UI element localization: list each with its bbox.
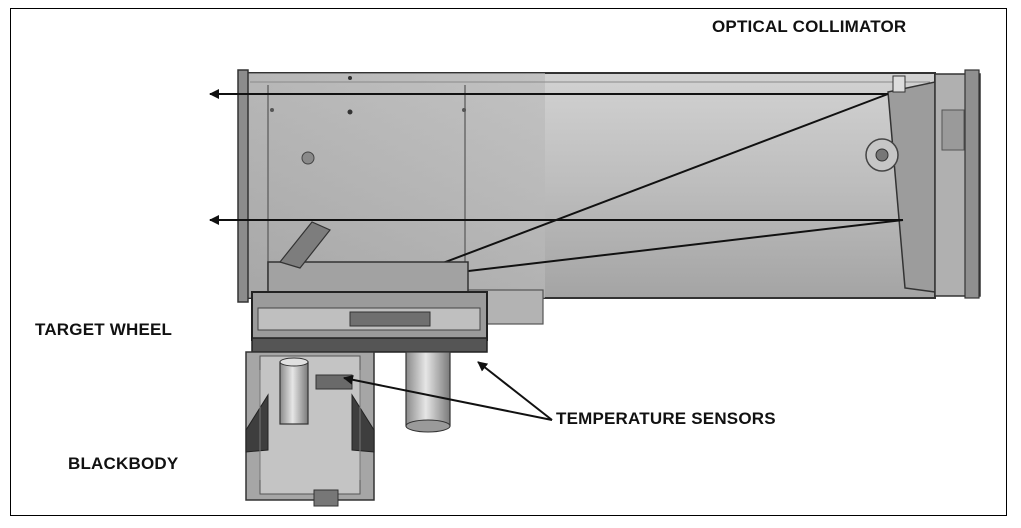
target-wheel-label: TARGET WHEEL: [35, 320, 173, 339]
mirror-housing: [865, 69, 981, 299]
sensor-pointers: [343, 361, 553, 421]
target-wheel: [251, 221, 488, 353]
blackbody-label: BLACKBODY: [68, 454, 179, 473]
figure-frame: [10, 8, 1007, 516]
title-label: OPTICAL COLLIMATOR: [712, 17, 907, 36]
collimator-tube: [237, 69, 936, 303]
blackbody-assembly: [245, 351, 375, 507]
side-cylinder: [405, 351, 451, 433]
temperature-sensors-label: TEMPERATURE SENSORS: [556, 409, 776, 428]
